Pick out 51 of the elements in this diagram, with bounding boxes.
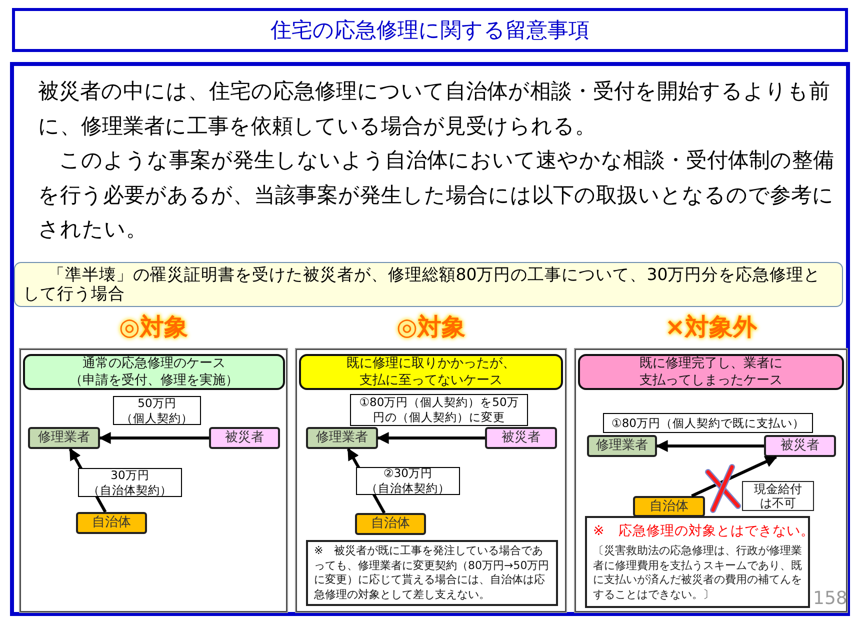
edge-label: ②30万円（自治体契約） [356,467,460,495]
party-label: 自治体 [650,498,688,514]
note-box [585,516,810,608]
case-panel [575,349,847,612]
header-text: 既に修理完了し、業者に支払ってしまったケース [640,355,782,389]
party-label: 修理業者 [316,430,368,446]
case-header [23,354,285,390]
note-text: 〔災害救助法の応急修理は、行政が修理業者に修理費用を支払うスキームであり、既に支払いが済んだ被災者の費用の補てんをすることはできない。〕 [593,544,802,602]
arrow [376,432,485,444]
case-header [299,354,563,390]
case-header [578,354,844,390]
party-label: 被災者 [225,430,264,446]
content-panel [10,62,850,616]
party-box [355,513,426,535]
note-text: ※ 被災者が既に工事を発注している場合であっても、修理業者に変更契約（80万円→50万円に変更）に応じて貰える場合には、自治体は応急修理の対象として差し支えない。 [314,544,550,602]
edge-label: ①80万円（個人契約で既に支払い） [603,413,813,433]
scenario-text: 「準半壊」の罹災証明書を受けた被災者が、修理総額80万円の工事について、30万円分を応急修理として行う場合 [23,265,822,303]
status-heading: ◎対象 [396,312,466,343]
edge-label: 50万円（個人契約） [113,396,201,425]
note-box [306,540,558,606]
party-label: 被災者 [780,438,820,454]
party-box [209,427,280,449]
header-text: 既に修理に取りかかったが、支払に至ってないケース [346,355,516,389]
party-label: 被災者 [502,430,540,446]
page-number: 158 [813,588,848,609]
scenario-box [14,262,843,307]
party-label: 修理業者 [596,438,648,454]
party-label: 自治体 [371,516,410,532]
arrow [691,456,778,498]
party-box [28,427,100,449]
paragraph: 被災者の中には、住宅の応急修理について自治体が相談・受付を開始するよりも前に、修理業者に工事を依頼している場合が見受けられる。 [38,78,831,140]
status-heading: ◎対象 [118,312,189,343]
title-banner: 住宅の応急修理に関する留意事項 [12,8,848,52]
note-box [742,481,814,511]
note-text: 現金給付は不可 [753,482,803,510]
party-label: 自治体 [92,515,131,531]
edge-label: 30万円（自治体契約） [78,468,182,497]
party-label: 修理業者 [38,430,90,446]
paragraph: このような事案が発生しないよう自治体において速やかな相談・受付体制の整備を行う必要があるが、当該事案が発生した場合には以下の取扱いとなるので参考にされたい。 [38,147,835,243]
party-box [306,427,378,449]
case-panel [20,349,287,612]
party-box [485,427,557,449]
party-box [76,512,147,534]
party-box [587,435,657,457]
status-heading: ×対象外 [664,312,758,343]
arrow [98,432,209,444]
party-box [633,496,705,517]
header-text: 通常の応急修理のケース（申請を受付、修理を実施） [70,355,238,389]
party-box [764,435,836,457]
edge-label: ①80万円（個人契約）を50万円の（個人契約）に変更 [350,394,528,426]
arrow [656,440,764,452]
